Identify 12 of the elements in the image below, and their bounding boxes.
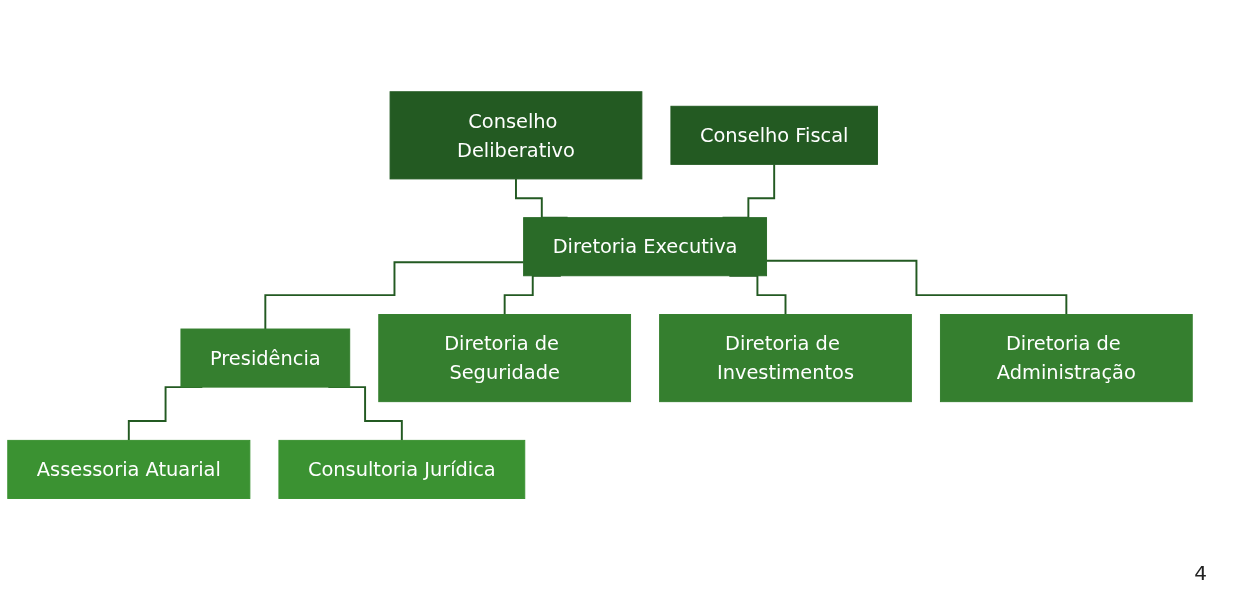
node-box: Diretoria de Investimentos	[659, 314, 912, 403]
node-box: Conselho Fiscal	[670, 106, 878, 166]
connector	[264, 261, 525, 331]
node-box: Diretoria de Seguridade	[378, 314, 632, 403]
node-box: Diretoria de Administração	[939, 314, 1193, 403]
connector	[765, 260, 1068, 316]
page-number: 4	[1194, 561, 1207, 585]
node-box: Presidência	[180, 328, 351, 388]
node-box: Assessoria Atuarial	[7, 440, 251, 500]
node-box: Consultoria Jurídica	[278, 440, 526, 500]
node-box: Diretoria Executiva	[523, 217, 768, 277]
node-box: Conselho Deliberativo	[389, 91, 643, 180]
